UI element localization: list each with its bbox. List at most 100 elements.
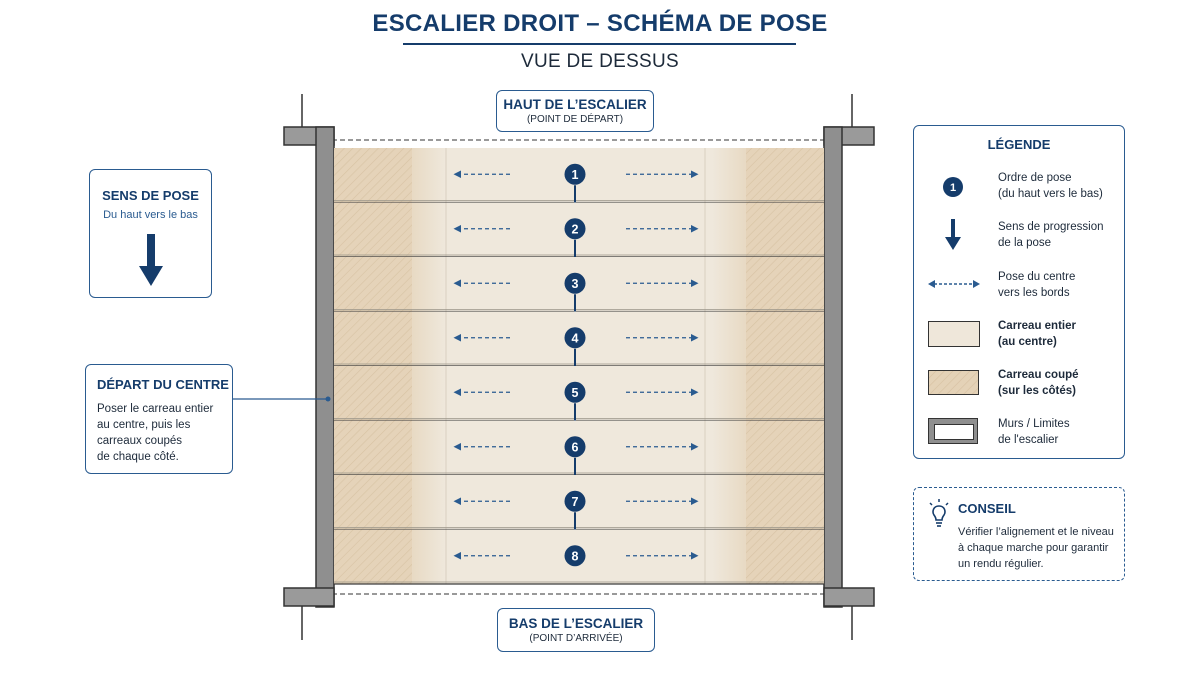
legend-order-symbol: 1 [950,182,956,194]
start-center-title: DÉPART DU CENTRE [97,377,229,392]
step-number-label: 8 [572,549,579,563]
legend-text-line: de la pose [998,237,1052,249]
cut-tile-left-fade [412,311,446,366]
top-label-subtitle: (POINT DE DÉPART) [526,114,624,125]
full-tile-swatch-icon [928,321,980,347]
top-label-title: HAUT DE L’ESCALIER [503,97,647,112]
legend-text-line: (au centre) [998,336,1057,348]
step-number-badge [564,545,586,567]
legend-text-line: Sens de progression [998,221,1104,233]
cut-tile-left-fade [412,366,446,421]
tip-panel: CONSEIL Vérifier l’alignement et le nive… [913,487,1125,581]
lightbulb-icon [929,499,949,527]
cut-tile-left-fade [412,202,446,257]
cut-tile-right [746,420,824,475]
step-number-label: 4 [572,331,579,345]
tip-text: Vérifier l’alignement et le niveau à cha… [958,524,1114,572]
legend-text-line: Carreau coupé [998,369,1079,381]
legend-text-line: vers les bords [998,287,1070,299]
step-number-badge [564,381,586,403]
step-number-label: 2 [572,222,579,236]
right-wall [823,94,875,640]
step-number-label: 1 [572,168,579,182]
cut-tile-left [334,257,412,312]
cut-tile-right-fade [712,475,746,530]
cut-tile-left-fade [412,529,446,584]
cut-tile-right [746,148,824,203]
step-number-badge [564,163,586,185]
cut-tile-right [746,202,824,257]
start-center-line: carreaux coupés [97,435,183,447]
legend-text-line: Ordre de pose [998,172,1072,184]
step-number-badge [564,218,586,240]
cut-tile-left [334,420,412,475]
cut-tile-left [334,366,412,421]
legend-panel: LÉGENDE 1 Ordre de pose (du haut vers le… [913,125,1125,459]
step-number-label: 7 [572,495,579,509]
page-subtitle: VUE DE DESSUS [520,51,680,72]
step-number-label: 5 [572,386,579,400]
cut-tile-right-fade [712,529,746,584]
cut-tile-left [334,311,412,366]
cut-tile-right-fade [712,420,746,475]
cut-tile-right [746,529,824,584]
cut-tile-left [334,529,412,584]
start-from-center-box: DÉPART DU CENTRE Poser le carreau entier… [85,364,233,474]
cut-tile-right [746,475,824,530]
tip-text-line: Vérifier l’alignement et le niveau [958,526,1114,538]
legend-text-line: (du haut vers le bas) [998,188,1103,200]
bottom-label-subtitle: (POINT D’ARRIVÉE) [529,633,623,644]
bottom-of-stair-label: BAS DE L’ESCALIER (POINT D’ARRIVÉE) [497,608,655,652]
cut-tile-right-fade [712,366,746,421]
legend-title: LÉGENDE [987,137,1051,152]
cut-tile-left-fade [412,257,446,312]
laying-direction-box: SENS DE POSE Du haut vers le bas [89,169,212,298]
left-wall [283,94,335,640]
cut-tile-right-fade [712,257,746,312]
cut-tile-left [334,202,412,257]
depart-connector-dot [325,396,331,402]
bottom-label-title: BAS DE L’ESCALIER [508,616,644,631]
start-center-line: Poser le carreau entier [97,403,214,415]
step-number-badge [564,490,586,512]
down-arrow-icon [139,234,163,286]
start-center-text: Poser le carreau entier au centre, puis … [97,401,213,465]
start-center-line: de chaque côté. [97,451,179,463]
legend-text-line: Murs / Limites [998,418,1070,430]
cut-tile-right [746,366,824,421]
start-center-line: au centre, puis les [97,419,191,431]
step-number-label: 6 [572,440,579,454]
tip-text-line: un rendu régulier. [958,558,1044,570]
cut-tile-left-fade [412,420,446,475]
step-number-label: 3 [572,277,579,291]
tip-title: CONSEIL [958,501,1016,516]
cut-tile-right [746,311,824,366]
step-number-badge [564,436,586,458]
cut-tile-right-fade [712,311,746,366]
cut-tile-right [746,257,824,312]
page-title: ESCALIER DROIT – SCHÉMA DE POSE [372,10,828,37]
cut-tile-left-fade [412,475,446,530]
title-underline [403,43,796,45]
center-to-edges-arrow-icon [928,280,980,288]
legend-text-line: de l'escalier [998,434,1059,446]
cut-tile-left-fade [412,148,446,203]
cut-tile-right-fade [712,202,746,257]
laying-direction-text: Du haut vers le bas [103,209,198,221]
cut-tile-right-fade [712,148,746,203]
cut-tile-left [334,475,412,530]
step-number-badge [564,327,586,349]
cut-tile-left [334,148,412,203]
progress-arrow-icon [945,219,961,250]
legend-text-line: Pose du centre [998,271,1076,283]
steps-layer: 1 2 3 4 5 6 7 8 [334,148,824,585]
wall-swatch-icon [928,418,978,444]
cut-tile-swatch-icon [928,370,979,395]
legend-text-line: Carreau entier [998,320,1076,332]
order-number-icon: 1 [943,177,963,197]
laying-direction-title: SENS DE POSE [102,188,199,203]
top-of-stair-label: HAUT DE L’ESCALIER (POINT DE DÉPART) [496,90,654,132]
step-number-badge [564,272,586,294]
tip-text-line: à chaque marche pour garantir [958,542,1109,554]
